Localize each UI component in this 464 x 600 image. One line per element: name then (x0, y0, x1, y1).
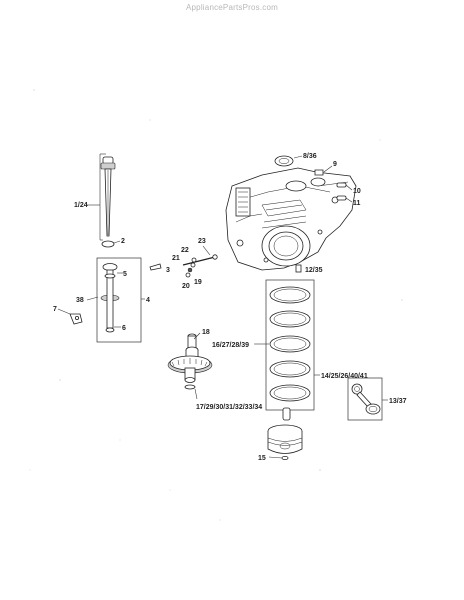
dipstick-tube[interactable] (100, 156, 116, 237)
callout-15: 15 (258, 455, 266, 462)
callout-5: 5 (123, 271, 127, 278)
callout-9: 9 (333, 161, 337, 168)
callout-10: 10 (353, 188, 361, 195)
callout-4: 4 (146, 297, 150, 304)
piston-ring-set[interactable] (269, 286, 311, 402)
plug-12[interactable] (295, 264, 302, 273)
callout-16-group: 16/27/28/39 (212, 342, 249, 349)
callout-7: 7 (53, 306, 57, 313)
governor-linkage-rod[interactable] (182, 254, 218, 266)
callout-13-37: 13/37 (389, 398, 407, 405)
callout-21: 21 (172, 255, 180, 262)
connecting-rod-box (347, 377, 383, 421)
callout-38: 38 (76, 297, 84, 304)
oil-seal[interactable] (274, 155, 294, 167)
piston-pin[interactable] (282, 407, 291, 421)
pin-10[interactable] (336, 182, 347, 188)
governor-gear[interactable] (100, 263, 120, 333)
callout-22: 22 (181, 247, 189, 254)
callout-1-24: 1/24 (74, 202, 88, 209)
dipstick-o-ring[interactable] (101, 240, 115, 248)
camshaft-shim[interactable] (184, 384, 196, 390)
callout-14-group: 14/25/26/40/41 (321, 373, 368, 380)
callout-20: 20 (182, 283, 190, 290)
screw-3[interactable] (149, 263, 162, 271)
callout-17-group: 17/29/30/31/32/33/34 (196, 404, 262, 411)
callout-11: 11 (353, 200, 361, 207)
governor-lever[interactable] (69, 313, 83, 325)
callout-3: 3 (166, 267, 170, 274)
callout-8-36: 8/36 (303, 153, 317, 160)
engine-crankcase[interactable] (225, 167, 357, 271)
callout-18: 18 (202, 329, 210, 336)
connecting-rod[interactable] (351, 383, 381, 415)
piston-pin-retainer[interactable] (281, 455, 289, 460)
piston[interactable] (267, 424, 303, 454)
scan-specks (29, 89, 403, 521)
pin-11[interactable] (336, 195, 347, 201)
spring-washers-19-22[interactable] (185, 257, 197, 278)
governor-assembly-box (96, 257, 142, 343)
callout-6: 6 (122, 325, 126, 332)
watermark-text: AppliancePartsPros.com (186, 3, 278, 12)
callout-23: 23 (198, 238, 206, 245)
callout-2: 2 (121, 238, 125, 245)
screw-9[interactable] (314, 169, 324, 176)
camshaft[interactable] (167, 333, 213, 383)
callout-19: 19 (194, 279, 202, 286)
callout-12-35: 12/35 (305, 267, 323, 274)
